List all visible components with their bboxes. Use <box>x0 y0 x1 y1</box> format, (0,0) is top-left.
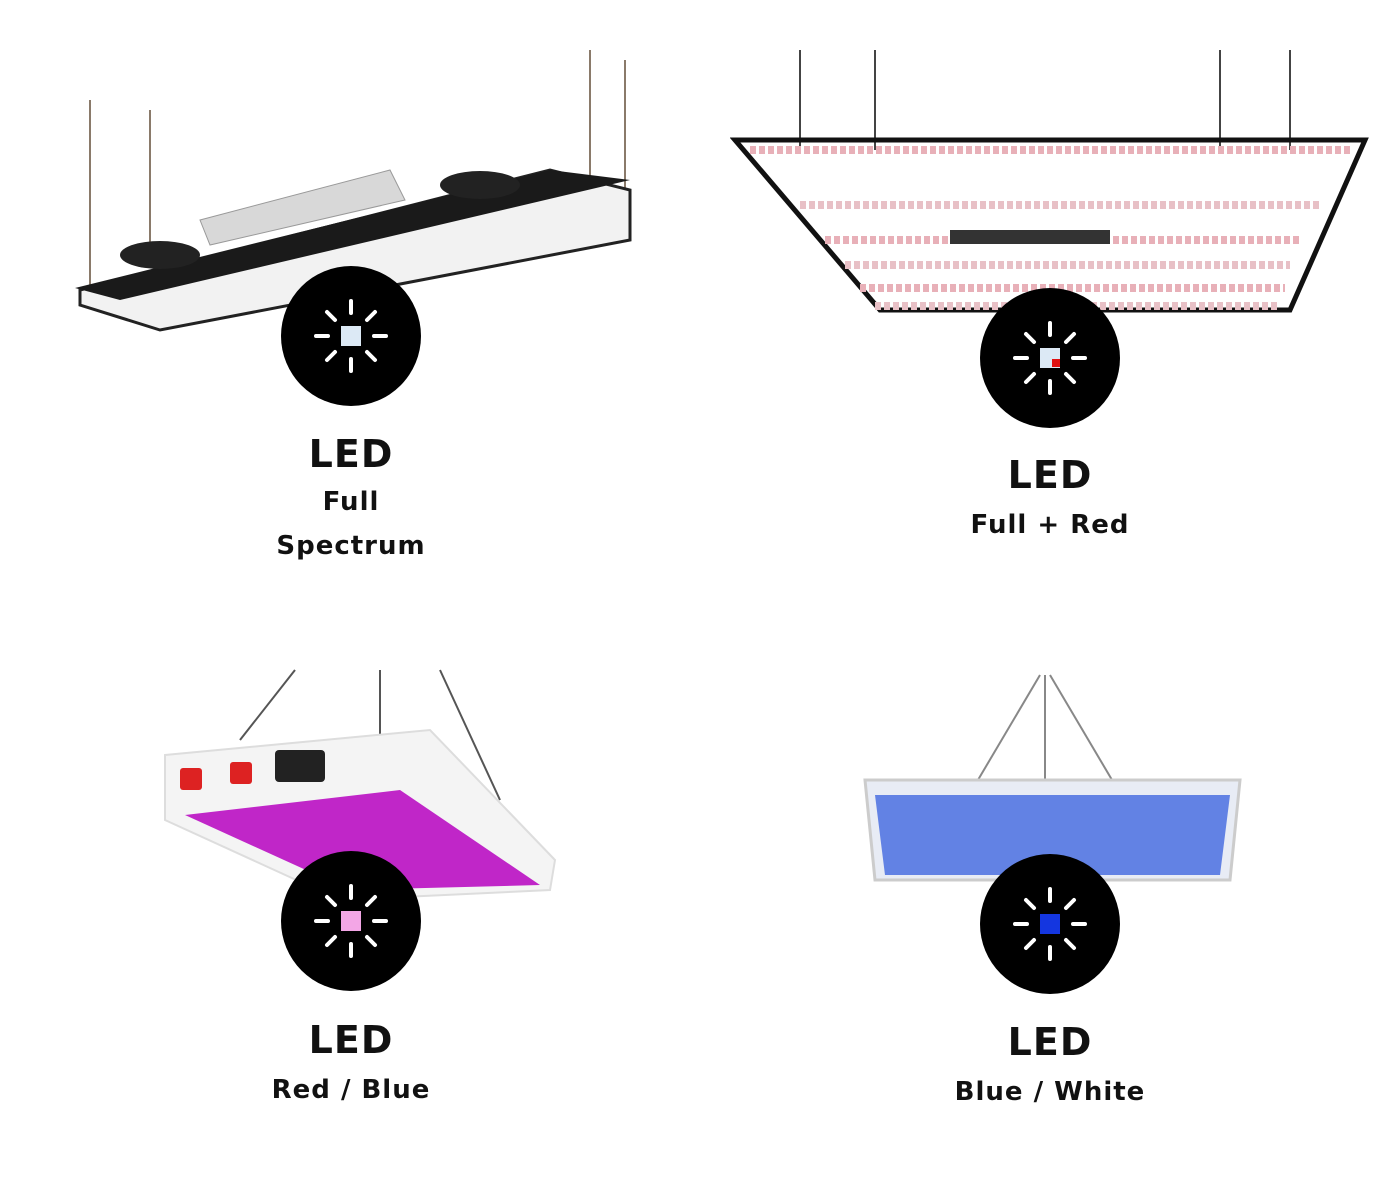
item-subtitle: Full + Red <box>970 510 1130 540</box>
sun-icon-badge <box>980 288 1120 428</box>
sun-icon <box>314 299 388 373</box>
sun-icon-badge <box>281 266 421 406</box>
item-title: LED <box>1007 453 1093 497</box>
blue-white-grow-light-image <box>863 674 1242 882</box>
item-title: LED <box>308 1018 394 1062</box>
full-spectrum-grow-light-image <box>75 50 632 332</box>
item-subtitle: Spectrum <box>276 531 426 561</box>
sun-icon-badge <box>281 851 421 991</box>
full-plus-red-grow-light-image <box>730 50 1369 313</box>
sun-icon <box>314 884 388 958</box>
item-subtitle: Blue / White <box>954 1077 1146 1107</box>
sun-icon-badge <box>980 854 1120 994</box>
sun-icon <box>1013 887 1087 961</box>
item-subtitle: Full <box>322 487 380 517</box>
sun-icon <box>1013 321 1087 395</box>
item-subtitle: Red / Blue <box>271 1075 431 1105</box>
red-blue-grow-light-image <box>164 669 557 902</box>
item-title: LED <box>1007 1020 1093 1064</box>
item-title: LED <box>308 432 394 476</box>
